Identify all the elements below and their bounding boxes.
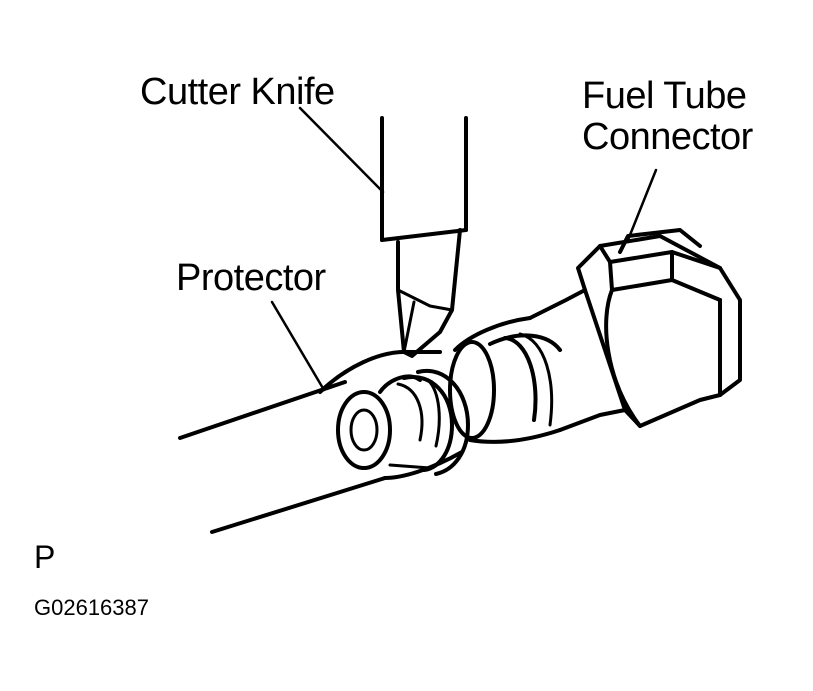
fuel-tube-connector-label: Fuel Tube Connector [582,75,753,159]
fuel-tube-connector-label-line2: Connector [582,116,753,159]
fuel-tube-connector-leader [626,168,658,242]
figure-code: G02616387 [34,595,149,620]
leader-lines [270,106,658,392]
cutter-knife-leader [298,106,385,194]
fuel-tube-connector-label-line1: Fuel Tube [582,75,747,117]
pipe-ridges [396,378,441,448]
protector-sleeve [318,349,470,480]
cutter-knife-blade [380,116,468,358]
connector-head [576,228,742,428]
connector-body [448,288,627,444]
protector-label: Protector [176,257,326,299]
view-letter: P [34,539,55,575]
protector-leader [270,300,326,392]
cutter-knife-label: Cutter Knife [140,71,335,113]
fuel-pipe [178,380,387,534]
